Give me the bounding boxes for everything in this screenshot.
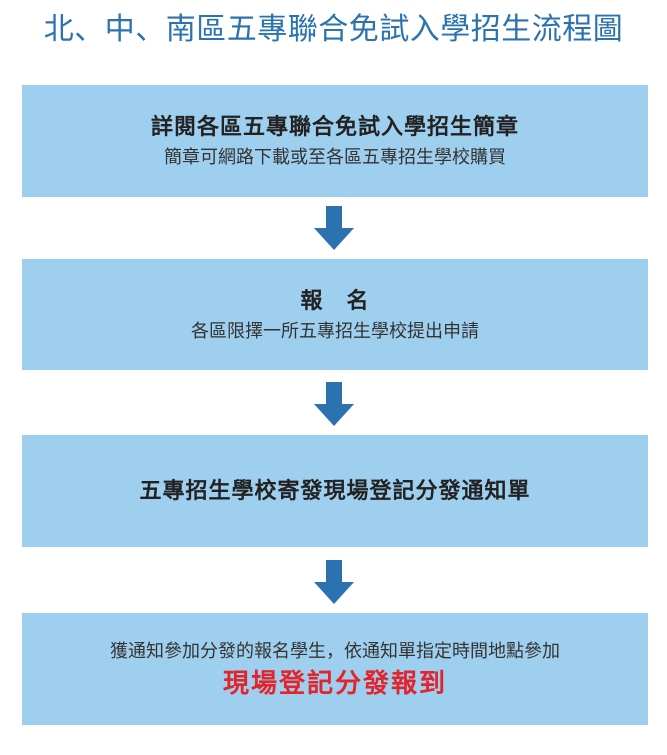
arrow-down-icon bbox=[314, 382, 354, 426]
step-3-box: 五專招生學校寄發現場登記分發通知單 bbox=[22, 435, 648, 547]
step-1-note: 簡章可網路下載或至各區五專招生學校購買 bbox=[164, 147, 506, 167]
step-2-note: 各區限擇一所五專招生學校提出申請 bbox=[191, 320, 479, 341]
arrow-down-icon bbox=[314, 206, 354, 250]
page-title: 北、中、南區五專聯合免試入學招生流程圖 bbox=[43, 13, 624, 46]
step-4-highlight: 現場登記分發報到 bbox=[222, 668, 447, 698]
step-2-box: 報 名 各區限擇一所五專招生學校提出申請 bbox=[22, 259, 648, 370]
step-4-note: 獲通知參加分發的報名學生，依通知單指定時間地點參加 bbox=[110, 641, 560, 661]
step-3-title: 五專招生學校寄發現場登記分發通知單 bbox=[139, 478, 531, 503]
arrow-down-icon bbox=[314, 560, 354, 604]
step-2-title: 報 名 bbox=[300, 287, 370, 313]
step-1-title: 詳閱各區五專聯合免試入學招生簡章 bbox=[150, 114, 519, 139]
step-4-box: 獲通知參加分發的報名學生，依通知單指定時間地點參加 現場登記分發報到 bbox=[22, 613, 648, 725]
step-1-box: 詳閱各區五專聯合免試入學招生簡章 簡章可網路下載或至各區五專招生學校購買 bbox=[22, 85, 648, 197]
